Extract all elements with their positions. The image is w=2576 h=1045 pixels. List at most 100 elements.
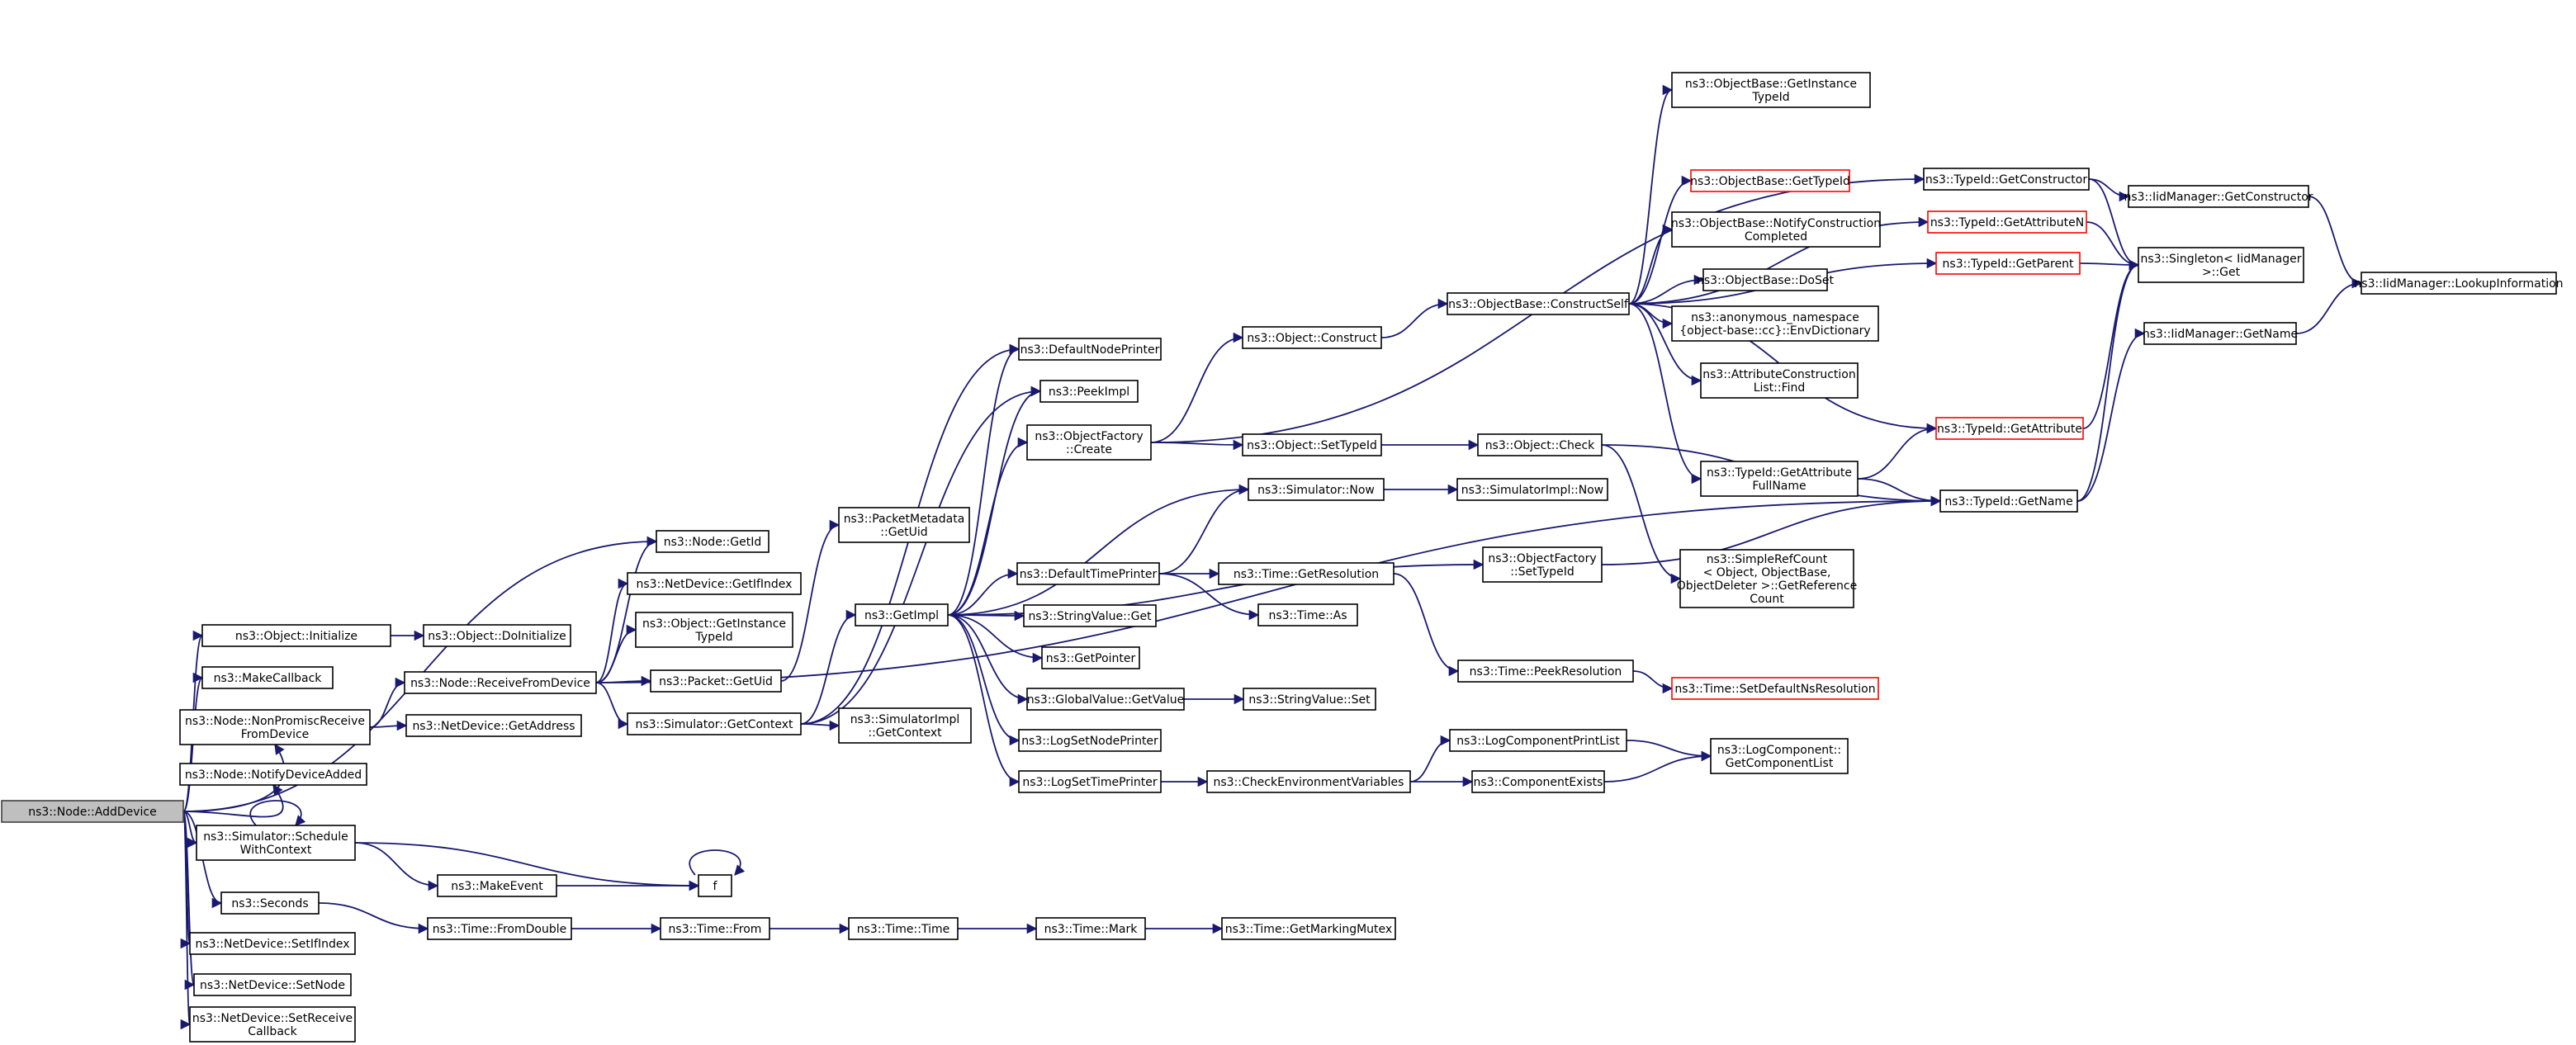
edge-n53-to-n55 (1626, 740, 1712, 762)
node-label: >::Get (2202, 266, 2241, 279)
node-label: ns3::GetPointer (1046, 652, 1136, 665)
node-ns3-packet-getuid[interactable]: ns3::Packet::GetUid (650, 669, 782, 693)
node-label: ns3::SimpleRefCount (1707, 553, 1828, 566)
node-ns3-netdevice-setnode[interactable]: ns3::NetDevice::SetNode (193, 973, 352, 996)
node-ns3-peekimpl[interactable]: ns3::PeekImpl (1039, 380, 1139, 403)
edge-n59-to-n59 (249, 800, 306, 826)
node-ns3-object-check[interactable]: ns3::Object::Check (1477, 433, 1603, 456)
node-ns3-time-getresolution[interactable]: ns3::Time::GetResolution (1218, 562, 1395, 585)
node-ns3-defaulttimeprinter[interactable]: ns3::DefaultTimePrinter (1016, 562, 1160, 585)
node-ns3-time-peekresolution[interactable]: ns3::Time::PeekResolution (1457, 660, 1634, 683)
node-box (1016, 562, 1160, 585)
node-ns3-time-mark[interactable]: ns3::Time::Mark (1035, 917, 1146, 940)
node-ns3-logsettimeprinter[interactable]: ns3::LogSetTimePrinter (1018, 770, 1162, 793)
node-ns3-componentexists[interactable]: ns3::ComponentExists (1471, 770, 1605, 793)
node-ns3-simplerefcount-object-objectbase-objectdeleter-getreference-count[interactable]: ns3::SimpleRefCount< Object, ObjectBase,… (1677, 549, 1857, 608)
node-ns3-time-time[interactable]: ns3::Time::Time (848, 917, 959, 940)
node-ns3-objectbase-doset[interactable]: ns3::ObjectBase::DoSet (1697, 268, 1834, 291)
node-ns3-netdevice-setifindex[interactable]: ns3::NetDevice::SetIfIndex (189, 932, 356, 955)
node-label: WithContext (240, 844, 312, 857)
node-ns3-stringvalue-set[interactable]: ns3::StringValue::Set (1243, 688, 1376, 711)
node-ns3-stringvalue-get[interactable]: ns3::StringValue::Get (1023, 604, 1157, 627)
node-ns3-simulator-now[interactable]: ns3::Simulator::Now (1248, 478, 1385, 501)
node-box (404, 671, 597, 694)
node-ns3-time-getmarkingmutex[interactable]: ns3::Time::GetMarkingMutex (1221, 917, 1396, 940)
node-ns3-globalvalue-getvalue[interactable]: ns3::GlobalValue::GetValue (1026, 688, 1185, 711)
node-ns3-typeid-getattribute[interactable]: ns3::TypeId::GetAttribute (1935, 417, 2084, 440)
node-ns3-node-receivefromdevice[interactable]: ns3::Node::ReceiveFromDevice (404, 671, 597, 694)
node-ns3-time-fromdouble[interactable]: ns3::Time::FromDouble (427, 917, 572, 940)
node-label: ::GetUid (880, 526, 927, 539)
node-ns3-objectbase-constructself[interactable]: ns3::ObjectBase::ConstructSelf (1447, 292, 1630, 315)
node-ns3-typeid-getattributen[interactable]: ns3::TypeId::GetAttributeN (1927, 210, 2087, 234)
node-label: ns3::Time::GetMarkingMutex (1225, 923, 1392, 936)
node-ns3-simulatorimpl-now[interactable]: ns3::SimulatorImpl::Now (1456, 478, 1608, 501)
node-ns3-typeid-getname[interactable]: ns3::TypeId::GetName (1939, 489, 2078, 513)
node-ns3-object-settypeid[interactable]: ns3::Object::SetTypeId (1242, 433, 1382, 456)
node-label: ns3::LogComponent:: (1717, 744, 1841, 757)
node-ns3-anonymous-namespace-object-base-cc-envdictionary[interactable]: ns3::anonymous_namespace{object-base::cc… (1671, 305, 1879, 342)
node-ns3-simulatorimpl-getcontext[interactable]: ns3::SimulatorImpl::GetContext (838, 707, 972, 744)
node-label: ns3::NetDevice::GetIfIndex (637, 578, 793, 591)
node-ns3-time-from[interactable]: ns3::Time::From (660, 917, 770, 940)
node-ns3-objectfactory-settypeid[interactable]: ns3::ObjectFactory::SetTypeId (1482, 546, 1603, 583)
node-ns3-node-notifydeviceadded[interactable]: ns3::Node::NotifyDeviceAdded (179, 763, 367, 786)
node-ns3-simulator-getcontext[interactable]: ns3::Simulator::GetContext (627, 712, 802, 735)
node-box (1935, 417, 2084, 440)
node-ns3-getpointer[interactable]: ns3::GetPointer (1041, 646, 1140, 669)
node-ns3-time-setdefaultnsresolution[interactable]: ns3::Time::SetDefaultNsResolution (1671, 677, 1879, 700)
node-ns3-iidmanager-getname[interactable]: ns3::IidManager::GetName (2143, 322, 2298, 345)
node-ns3-checkenvironmentvariables[interactable]: ns3::CheckEnvironmentVariables (1206, 770, 1411, 793)
node-ns3-singleton-iidmanager-get[interactable]: ns3::Singleton< IidManager>::Get (2138, 247, 2304, 283)
node-label: ns3::IidManager::GetName (2143, 328, 2298, 341)
node-ns3-netdevice-getaddress[interactable]: ns3::NetDevice::GetAddress (405, 714, 582, 737)
node-ns3-object-doinitialize[interactable]: ns3::Object::DoInitialize (423, 624, 571, 647)
edge-n32-to-n30 (2308, 196, 2363, 289)
edge-n29-to-n30 (2295, 277, 2363, 334)
node-ns3-typeid-getconstructor[interactable]: ns3::TypeId::GetConstructor (1923, 168, 2090, 191)
edge-n17-to-n18 (1380, 298, 1449, 338)
node-box (423, 624, 571, 647)
node-ns3-getimpl[interactable]: ns3::GetImpl (855, 603, 949, 627)
node-box (1026, 688, 1185, 711)
node-ns3-defaultnodeprinter[interactable]: ns3::DefaultNodePrinter (1018, 338, 1162, 361)
node-box (1671, 72, 1871, 108)
node-label: ns3::TypeId::GetName (1944, 495, 2072, 508)
edge-n28-to-n29 (2076, 328, 2146, 502)
node-ns3-seconds[interactable]: ns3::Seconds (220, 891, 320, 915)
node-ns3-time-as[interactable]: ns3::Time::As (1257, 603, 1358, 627)
node-label: ::SetTypeId (1510, 565, 1574, 579)
node-ns3-packetmetadata-getuid[interactable]: ns3::PacketMetadata::GetUid (838, 507, 970, 543)
node-ns3-makecallback[interactable]: ns3::MakeCallback (201, 666, 334, 689)
node-ns3-object-construct[interactable]: ns3::Object::Construct (1242, 326, 1382, 349)
node-box (201, 624, 391, 647)
node-ns3-makeevent[interactable]: ns3::MakeEvent (437, 874, 557, 897)
node-ns3-node-adddevice[interactable]: ns3::Node::AddDevice (1, 800, 184, 823)
node-label: ObjectDeleter >::GetReference (1677, 579, 1857, 593)
node-box (1690, 169, 1850, 192)
node-ns3-objectfactory-create[interactable]: ns3::ObjectFactory::Create (1026, 424, 1152, 461)
node-ns3-logsetnodeprinter[interactable]: ns3::LogSetNodePrinter (1018, 729, 1162, 752)
node-ns3-netdevice-getifindex[interactable]: ns3::NetDevice::GetIfIndex (627, 572, 802, 595)
node-ns3-objectbase-notifyconstruction-completed[interactable]: ns3::ObjectBase::NotifyConstructionCompl… (1671, 211, 1881, 248)
node-ns3-node-getid[interactable]: ns3::Node::GetId (656, 530, 769, 553)
node-box (2143, 322, 2297, 345)
node-ns3-iidmanager-lookupinformation[interactable]: ns3::IidManager::LookupInformation (2354, 272, 2564, 295)
node-f[interactable]: f (698, 874, 732, 897)
node-ns3-objectbase-gettypeid[interactable]: ns3::ObjectBase::GetTypeId (1690, 169, 1850, 192)
node-label: ns3::Seconds (231, 897, 308, 910)
node-ns3-object-initialize[interactable]: ns3::Object::Initialize (201, 624, 391, 647)
node-label: ns3::LogSetTimePrinter (1022, 776, 1158, 789)
node-ns3-iidmanager-getconstructor[interactable]: ns3::IidManager::GetConstructor (2124, 185, 2313, 208)
node-ns3-logcomponentprintlist[interactable]: ns3::LogComponentPrintList (1449, 729, 1627, 752)
node-label: ns3::StringValue::Set (1248, 693, 1371, 707)
node-ns3-logcomponent-getcomponentlist[interactable]: ns3::LogComponent::GetComponentList (1710, 738, 1849, 774)
node-ns3-typeid-getparent[interactable]: ns3::TypeId::GetParent (1935, 252, 2081, 275)
